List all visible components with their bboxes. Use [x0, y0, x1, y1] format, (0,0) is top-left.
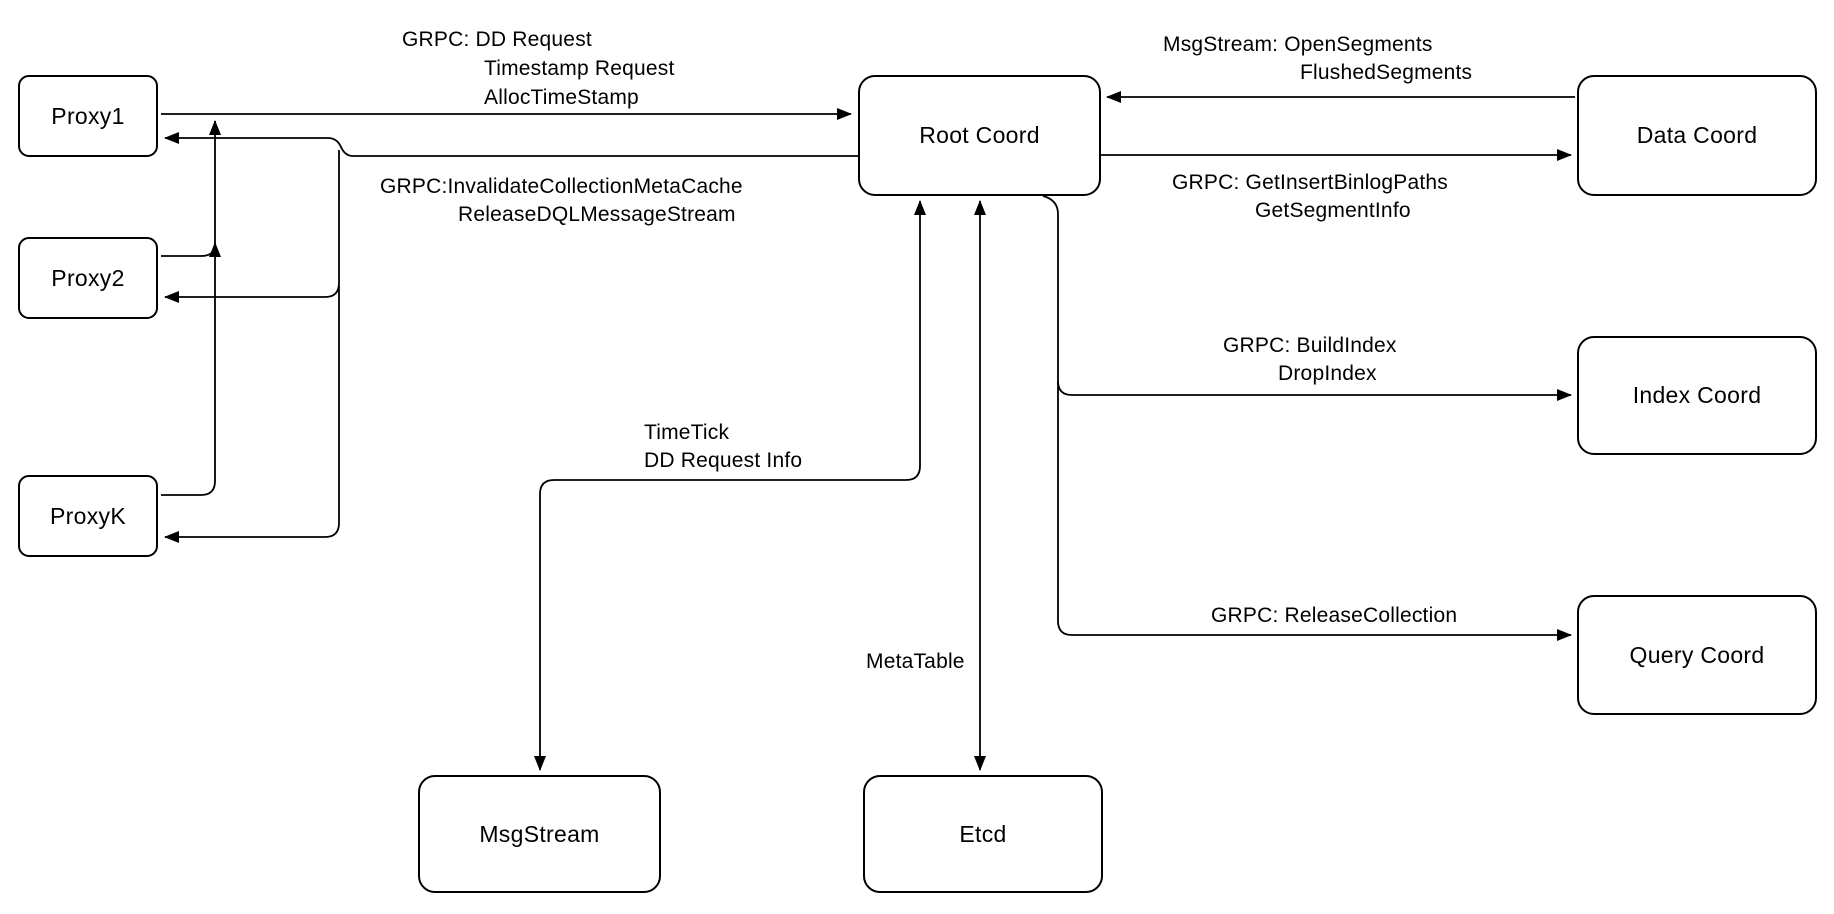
node-etcd: Etcd [863, 775, 1103, 893]
node-proxy1: Proxy1 [18, 75, 158, 157]
edge-root-coord-to-proxy2 [164, 150, 340, 303]
edge-root-coord-to-proxyk [164, 285, 340, 543]
label-root-to-msgstream-line2: DD Request Info [644, 449, 803, 472]
label-root-to-proxies-line2: ReleaseDQLMessageStream [458, 203, 736, 226]
label-root-to-data-line2: GetSegmentInfo [1255, 199, 1411, 222]
label-root-to-index-line1: GRPC: BuildIndex [1223, 334, 1397, 357]
node-index-coord-label: Index Coord [1632, 382, 1762, 408]
node-root-coord-label: Root Coord [919, 122, 1040, 148]
node-proxy2-label: Proxy2 [51, 264, 125, 291]
edge-root-coord-to-proxy1 [164, 132, 858, 157]
node-proxy2: Proxy2 [18, 237, 158, 319]
label-proxies-to-root-line3: AllocTimeStamp [484, 86, 639, 109]
node-etcd-label: Etcd [959, 820, 1007, 847]
label-root-to-etcd-line1: MetaTable [866, 650, 965, 673]
label-data-to-root-line2: FlushedSegments [1300, 61, 1473, 84]
node-data-coord-label: Data Coord [1636, 122, 1758, 148]
label-root-to-index-line2: DropIndex [1278, 362, 1377, 385]
label-proxies-to-root-line1: GRPC: DD Request [402, 28, 592, 51]
node-proxyk-label: ProxyK [50, 502, 126, 529]
node-proxyk: ProxyK [18, 475, 158, 557]
node-index-coord: Index Coord [1577, 336, 1817, 455]
label-root-to-data-line1: GRPC: GetInsertBinlogPaths [1172, 171, 1448, 194]
node-root-coord: Root Coord [858, 75, 1101, 196]
edge-root-coord-to-query-coord [1042, 195, 1572, 641]
node-query-coord: Query Coord [1577, 595, 1817, 715]
label-root-to-proxies-line1: GRPC:InvalidateCollectionMetaCache [380, 175, 743, 198]
node-data-coord: Data Coord [1577, 75, 1817, 196]
edge-proxyk-to-root-coord [161, 120, 221, 496]
node-msgstream-label: MsgStream [479, 820, 600, 847]
label-root-to-msgstream-line1: TimeTick [644, 421, 730, 444]
label-proxies-to-root-line2: Timestamp Request [484, 57, 675, 80]
edge-root-coord-to-index-coord [1057, 380, 1572, 401]
label-root-to-query-line1: GRPC: ReleaseCollection [1211, 604, 1458, 627]
edge-proxy2-to-root-coord [161, 242, 221, 257]
edge-root-coord-msgstream [534, 200, 926, 771]
node-msgstream: MsgStream [418, 775, 661, 893]
node-query-coord-label: Query Coord [1629, 641, 1765, 668]
label-data-to-root-line1: MsgStream: OpenSegments [1163, 33, 1433, 56]
node-proxy1-label: Proxy1 [51, 102, 125, 129]
